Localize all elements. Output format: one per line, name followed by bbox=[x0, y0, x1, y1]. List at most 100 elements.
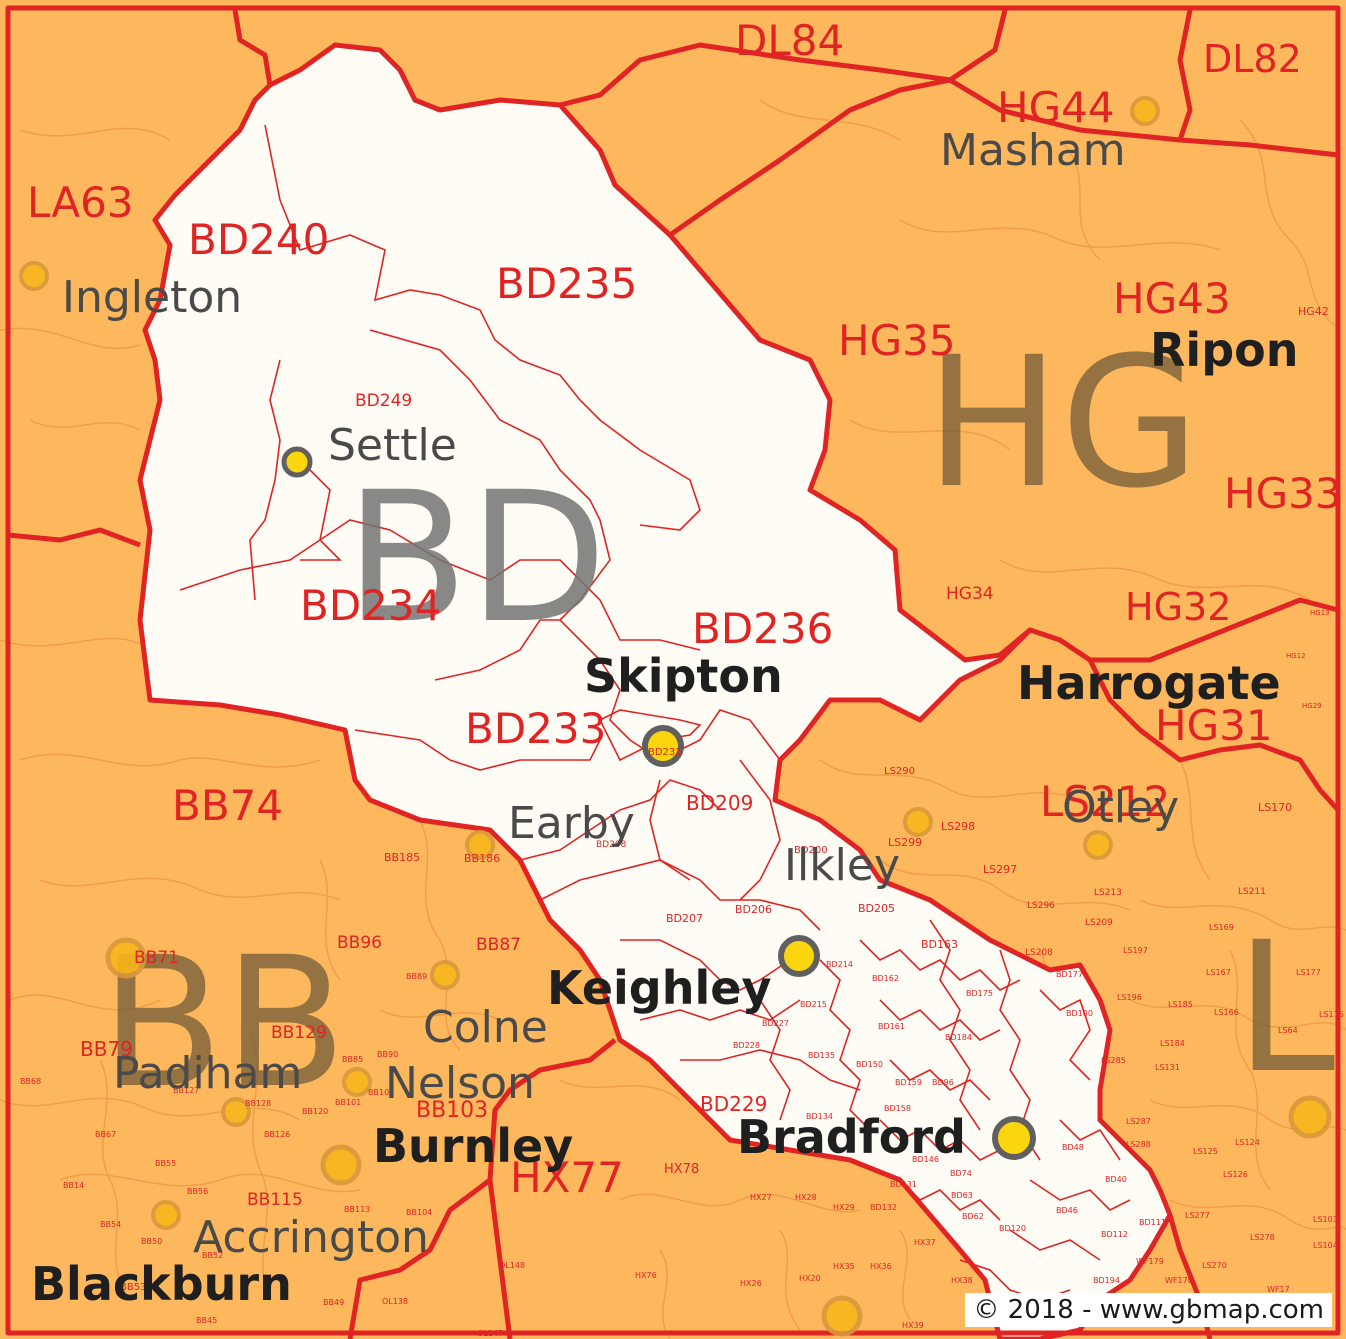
label-ls126: LS126 bbox=[1223, 1170, 1248, 1179]
town-ripon: Ripon bbox=[1150, 323, 1298, 377]
marker-south bbox=[821, 1295, 863, 1337]
label-bd46: BD46 bbox=[1056, 1206, 1078, 1215]
label-bd74: BD74 bbox=[950, 1169, 972, 1178]
town-padiham: Padiham bbox=[113, 1048, 302, 1099]
label-bd112: BD112 bbox=[1101, 1230, 1128, 1239]
label-hg35: HG35 bbox=[838, 316, 956, 365]
area-borders bbox=[5, 5, 1341, 1339]
label-bb53: BB53 bbox=[120, 1282, 146, 1293]
label-bb126: BB126 bbox=[264, 1130, 290, 1139]
town-otley: Otley bbox=[1062, 782, 1179, 833]
label-bd120: BD120 bbox=[999, 1224, 1026, 1233]
label-ls209: LS209 bbox=[1085, 918, 1113, 928]
label-ol138: OL138 bbox=[382, 1297, 408, 1306]
label-hx38: HX38 bbox=[951, 1276, 973, 1285]
area-label-hg: HG bbox=[925, 319, 1200, 528]
label-bb185: BB185 bbox=[384, 851, 420, 864]
label-wf17: WF17 bbox=[1267, 1285, 1290, 1294]
label-hg29: HG29 bbox=[1302, 702, 1322, 710]
label-bb45: BB45 bbox=[196, 1316, 217, 1325]
label-bb54: BB54 bbox=[100, 1220, 121, 1229]
marker-colne bbox=[430, 960, 460, 990]
label-bd100: BD100 bbox=[1066, 1009, 1093, 1018]
label-bd111: BD111 bbox=[1139, 1218, 1166, 1227]
label-ls298: LS298 bbox=[941, 820, 975, 833]
label-ls196: LS196 bbox=[1117, 993, 1142, 1002]
marker-ingleton bbox=[19, 261, 49, 291]
label-bd231: BD231 bbox=[648, 747, 682, 758]
label-ls125: LS125 bbox=[1193, 1147, 1218, 1156]
label-bb14: BB14 bbox=[63, 1181, 84, 1190]
label-hg13: HG13 bbox=[1310, 609, 1330, 617]
town-settle: Settle bbox=[328, 420, 457, 471]
label-ol148: OL148 bbox=[499, 1261, 525, 1270]
label-bb50: BB50 bbox=[141, 1237, 162, 1246]
label-hx77: HX77 bbox=[510, 1153, 624, 1202]
label-ls184: LS184 bbox=[1160, 1039, 1185, 1048]
label-hx76: HX76 bbox=[635, 1271, 657, 1280]
label-ls208: LS208 bbox=[1025, 948, 1053, 958]
town-skipton: Skipton bbox=[584, 649, 783, 703]
town-bradford: Bradford bbox=[737, 1110, 966, 1164]
label-ls104: LS104 bbox=[1313, 1241, 1338, 1250]
label-bb101: BB101 bbox=[335, 1098, 361, 1107]
label-hg33: HG33 bbox=[1224, 469, 1342, 518]
label-bd206: BD206 bbox=[735, 903, 772, 916]
copyright-notice: © 2018 - www.gbmap.com bbox=[965, 1293, 1332, 1327]
town-blackburn: Blackburn bbox=[31, 1257, 292, 1311]
label-ls213: LS213 bbox=[1094, 888, 1122, 898]
marker-ilkley bbox=[903, 807, 933, 837]
label-bd131: BD131 bbox=[890, 1180, 917, 1189]
label-bd208: BD208 bbox=[596, 840, 627, 850]
label-bd228: BD228 bbox=[733, 1041, 760, 1050]
label-bb67: BB67 bbox=[95, 1130, 116, 1139]
town-ilkley: Ilkley bbox=[784, 840, 900, 891]
town-earby: Earby bbox=[508, 798, 635, 849]
label-hx37: HX37 bbox=[914, 1238, 936, 1247]
label-ls170: LS170 bbox=[1258, 801, 1292, 814]
label-bd227: BD227 bbox=[762, 1019, 789, 1028]
label-bb127: BB127 bbox=[173, 1086, 199, 1095]
label-bb103: BB103 bbox=[416, 1098, 488, 1123]
label-bb102: BB102 bbox=[368, 1088, 394, 1097]
marker-earby bbox=[465, 830, 495, 860]
label-hx27: HX27 bbox=[750, 1193, 772, 1202]
label-ls299: LS299 bbox=[888, 836, 922, 849]
label-ls177: LS177 bbox=[1296, 968, 1321, 977]
label-bb96: BB96 bbox=[337, 933, 382, 953]
minor-district-lines bbox=[0, 99, 1346, 1339]
label-bd40: BD40 bbox=[1105, 1175, 1127, 1184]
label-hx78: HX78 bbox=[664, 1162, 699, 1177]
label-bb87: BB87 bbox=[476, 935, 521, 955]
label-ls167: LS167 bbox=[1206, 968, 1231, 977]
label-hx29: HX29 bbox=[833, 1203, 855, 1212]
label-hx28: HX28 bbox=[795, 1193, 817, 1202]
label-ls169: LS169 bbox=[1209, 923, 1234, 932]
label-bb113: BB113 bbox=[344, 1205, 370, 1214]
label-bd162: BD162 bbox=[872, 974, 899, 983]
area-label-bd: BD bbox=[345, 454, 607, 663]
town-nelson: Nelson bbox=[385, 1058, 535, 1109]
bd-area[interactable] bbox=[137, 42, 1173, 1339]
label-bb49: BB49 bbox=[323, 1298, 344, 1307]
label-bb85: BB85 bbox=[342, 1055, 363, 1064]
label-bd205: BD205 bbox=[858, 902, 895, 915]
label-hg34: HG34 bbox=[946, 584, 994, 604]
label-bd134: BD134 bbox=[806, 1112, 833, 1121]
label-ls166: LS166 bbox=[1214, 1008, 1239, 1017]
town-harrogate: Harrogate bbox=[1017, 656, 1281, 710]
label-bd158: BD158 bbox=[884, 1104, 911, 1113]
label-hg42: HG42 bbox=[1298, 305, 1329, 318]
label-bb74: BB74 bbox=[172, 781, 283, 830]
label-bd96: BD96 bbox=[932, 1078, 954, 1087]
label-bd194: BD194 bbox=[1093, 1276, 1120, 1285]
label-hx35: HX35 bbox=[833, 1262, 855, 1271]
label-ls278: LS278 bbox=[1250, 1233, 1275, 1242]
bd-district-lines bbox=[179, 124, 1131, 1301]
label-ls296: LS296 bbox=[1027, 901, 1055, 911]
label-ls176: LS176 bbox=[1319, 1010, 1344, 1019]
marker-bradford bbox=[992, 1116, 1036, 1160]
label-ol147: OL147 bbox=[477, 1329, 503, 1338]
district-labels-small: BD249 HG34 HG42 BD209 BD229 BB71 BB129 B… bbox=[20, 305, 1344, 1338]
